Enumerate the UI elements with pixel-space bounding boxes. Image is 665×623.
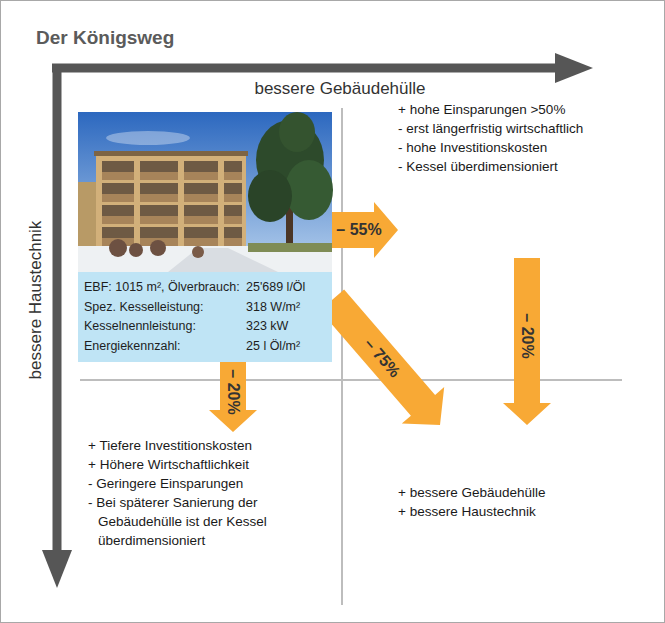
photo-bush bbox=[109, 239, 127, 257]
photo-bush bbox=[192, 246, 204, 258]
outcome-list: + bessere Gebäudehülle+ bessere Haustech… bbox=[398, 425, 598, 521]
photo-pillar bbox=[134, 156, 140, 248]
data-key: EBF: 1015 m², Ölverbrauch: bbox=[84, 278, 242, 298]
photo-pillar bbox=[178, 156, 184, 248]
list-item: - hohe Investitionskosten bbox=[398, 138, 638, 157]
reduction-arrow bbox=[209, 362, 257, 432]
axis-label: bessere Gebäudehülle bbox=[254, 79, 425, 99]
reduction-arrow bbox=[320, 290, 444, 426]
outcome-list: + Tiefere Investitionskosten+ Höhere Wir… bbox=[88, 432, 303, 550]
list-item: - Bei späterer Sanierung der Gebäudehüll… bbox=[88, 493, 303, 550]
data-value: 25'689 l/Öl bbox=[246, 278, 326, 298]
list-item: + hohe Einsparungen >50% bbox=[398, 100, 638, 119]
list-item: - erst längerfristig wirtschaftlich bbox=[398, 119, 638, 138]
grid-line bbox=[80, 379, 622, 381]
building-photo bbox=[78, 112, 333, 272]
diagram-title: Der Königsweg bbox=[36, 27, 174, 49]
list-item: - Geringere Einsparungen bbox=[88, 474, 303, 493]
photo-tree bbox=[248, 170, 292, 222]
axis-arrow bbox=[52, 64, 560, 73]
data-key: Energiekennzahl: bbox=[84, 337, 242, 357]
axis-arrow-head bbox=[42, 550, 72, 588]
axis-label: bessere Haustechnik bbox=[26, 221, 46, 380]
data-key: Kesselnennleistung: bbox=[84, 317, 242, 337]
photo-sky bbox=[78, 112, 332, 272]
list-item: + Tiefere Investitionskosten bbox=[88, 436, 303, 455]
axis-arrow-head bbox=[555, 53, 593, 83]
data-key: Spez. Kesselleistung: bbox=[84, 298, 242, 318]
data-value: 25 l Öl/m² bbox=[246, 337, 326, 357]
reduction-arrow bbox=[503, 258, 551, 425]
photo-tree bbox=[285, 160, 333, 220]
data-value: 318 W/m² bbox=[246, 298, 326, 318]
list-item: + Höhere Wirtschaftlichkeit bbox=[88, 455, 303, 474]
photo-path bbox=[168, 248, 278, 272]
photo-pillar bbox=[218, 156, 224, 248]
photo-bush bbox=[150, 240, 166, 256]
outcome-list: + hohe Einsparungen >50%- erst längerfri… bbox=[398, 98, 638, 258]
photo-building bbox=[96, 154, 246, 252]
photo-tree bbox=[279, 112, 315, 152]
reduction-arrow bbox=[332, 202, 398, 258]
photo-roof bbox=[94, 151, 248, 156]
data-value: 323 kW bbox=[246, 317, 326, 337]
photo-cloud bbox=[106, 131, 190, 145]
axis-arrow bbox=[53, 64, 62, 555]
info-box: EBF: 1015 m², Ölverbrauch:25'689 l/ÖlSpe… bbox=[78, 272, 332, 362]
list-item: - Kessel überdimensioniert bbox=[398, 157, 638, 176]
grid-line bbox=[341, 108, 343, 605]
photo-bush bbox=[129, 243, 143, 257]
reduction-label: – 20% bbox=[224, 369, 242, 414]
list-item: + bessere Haustechnik bbox=[398, 502, 598, 521]
building-data-panel: EBF: 1015 m², Ölverbrauch:25'689 l/ÖlSpe… bbox=[78, 112, 332, 362]
list-item: + bessere Gebäudehülle bbox=[398, 483, 598, 502]
reduction-label: – 55% bbox=[336, 221, 381, 239]
reduction-label: – 20% bbox=[518, 313, 536, 358]
photo-grass bbox=[248, 243, 332, 252]
